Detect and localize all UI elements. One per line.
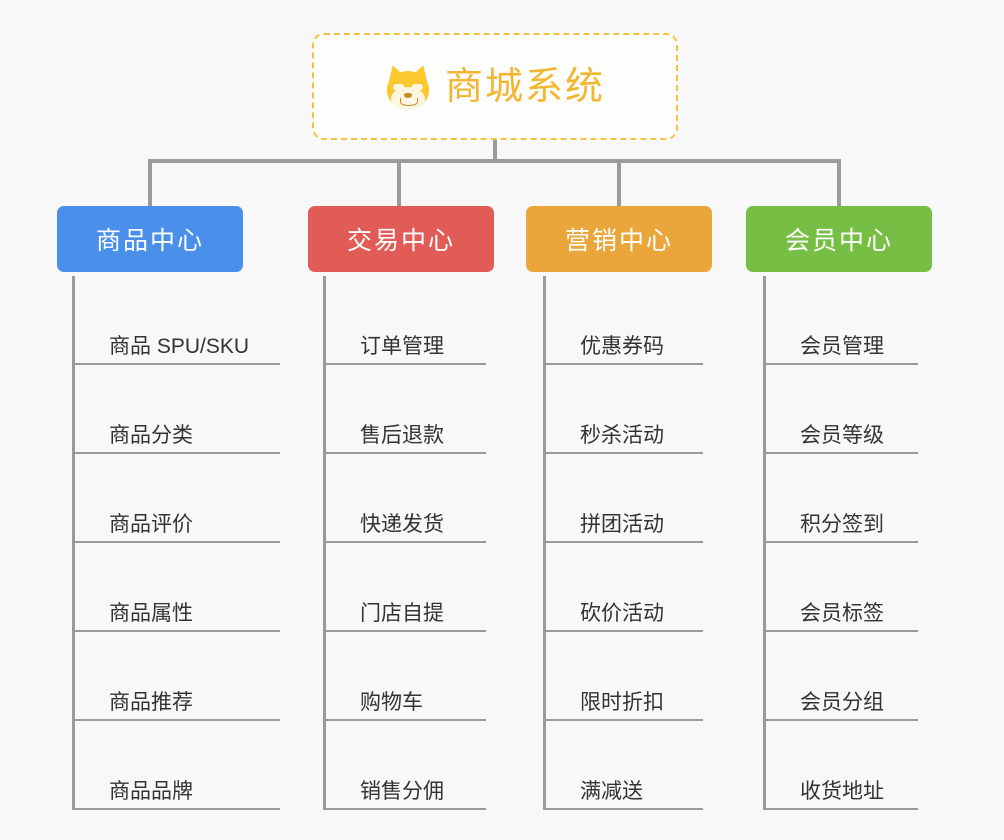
leaf-item-label: 砍价活动 [580, 601, 664, 625]
leaf-item[interactable]: 会员等级 [766, 365, 925, 454]
leaf-item-rule [766, 363, 918, 365]
leaf-item-rule [546, 808, 703, 810]
leaf-item[interactable]: 优惠券码 [546, 276, 710, 365]
leaf-item-rule [766, 541, 918, 543]
category-box-product-center[interactable]: 商品中心 [57, 206, 243, 272]
leaf-item-label: 购物车 [360, 690, 423, 714]
leaf-item[interactable]: 商品品牌 [75, 721, 287, 810]
leaf-item-rule [326, 541, 486, 543]
leaf-item[interactable]: 售后退款 [326, 365, 493, 454]
leaf-item[interactable]: 秒杀活动 [546, 365, 710, 454]
category-label-product-center: 商品中心 [95, 227, 204, 255]
connector-drop-trade-center [397, 159, 401, 207]
leaf-item-label: 会员标签 [800, 601, 884, 625]
leaf-item[interactable]: 购物车 [326, 632, 493, 721]
leaf-item-label: 商品推荐 [109, 690, 193, 714]
leaf-column-product-center: 商品 SPU/SKU 商品分类商品评价商品属性商品推荐商品品牌 [72, 276, 287, 810]
leaf-item[interactable]: 拼团活动 [546, 454, 710, 543]
leaf-item-rule [75, 719, 280, 721]
leaf-item[interactable]: 限时折扣 [546, 632, 710, 721]
leaf-item-label: 商品品牌 [109, 779, 193, 803]
leaf-item-label: 快递发货 [360, 512, 444, 536]
leaf-item-label: 会员管理 [800, 334, 884, 358]
leaf-item-label: 商品分类 [109, 423, 193, 447]
leaf-item-rule [766, 630, 918, 632]
connector-root-stem [493, 140, 497, 162]
leaf-item-rule [75, 630, 280, 632]
leaf-item-label: 满减送 [580, 779, 643, 803]
leaf-item-rule [326, 630, 486, 632]
leaf-item-rule [75, 452, 280, 454]
leaf-item-label: 售后退款 [360, 423, 444, 447]
connector-horizontal-bus [150, 159, 840, 163]
leaf-item-label: 商品属性 [109, 601, 193, 625]
leaf-column-trade-center: 订单管理售后退款快递发货门店自提购物车销售分佣 [323, 276, 493, 810]
leaf-item-label: 订单管理 [360, 334, 444, 358]
leaf-item[interactable]: 砍价活动 [546, 543, 710, 632]
leaf-item-rule [766, 452, 918, 454]
leaf-item-label: 积分签到 [800, 512, 884, 536]
leaf-item-label: 收货地址 [800, 779, 884, 803]
leaf-item-rule [766, 808, 918, 810]
leaf-item[interactable]: 商品推荐 [75, 632, 287, 721]
shiba-dog-face-icon [384, 62, 432, 109]
leaf-item[interactable]: 商品 SPU/SKU [75, 276, 287, 365]
leaf-column-member-center: 会员管理会员等级积分签到会员标签会员分组收货地址 [763, 276, 925, 810]
leaf-item-rule [75, 808, 280, 810]
leaf-item-rule [326, 452, 486, 454]
leaf-item-label: 门店自提 [360, 601, 444, 625]
leaf-item-rule [75, 363, 280, 365]
leaf-item[interactable]: 收货地址 [766, 721, 925, 810]
leaf-item-rule [326, 808, 486, 810]
leaf-item[interactable]: 订单管理 [326, 276, 493, 365]
leaf-item-rule [326, 719, 486, 721]
category-label-trade-center: 交易中心 [346, 227, 455, 255]
root-node-shopping-mall-system[interactable]: 商城系统 [312, 33, 678, 140]
category-label-marketing-center: 营销中心 [564, 227, 673, 255]
leaf-item[interactable]: 商品分类 [75, 365, 287, 454]
category-label-member-center: 会员中心 [784, 227, 893, 255]
leaf-item-rule [546, 452, 703, 454]
leaf-item[interactable]: 商品属性 [75, 543, 287, 632]
leaf-item-rule [326, 363, 486, 365]
leaf-item-label: 限时折扣 [580, 690, 664, 714]
leaf-item[interactable]: 会员分组 [766, 632, 925, 721]
category-box-trade-center[interactable]: 交易中心 [308, 206, 494, 272]
leaf-item-label: 优惠券码 [580, 334, 664, 358]
leaf-item-label: 秒杀活动 [580, 423, 664, 447]
leaf-item-rule [546, 541, 703, 543]
leaf-item-rule [766, 719, 918, 721]
leaf-column-marketing-center: 优惠券码秒杀活动拼团活动砍价活动限时折扣满减送 [543, 276, 710, 810]
leaf-item-label: 商品评价 [109, 512, 193, 536]
connector-drop-member-center [837, 159, 841, 207]
leaf-item-label: 会员等级 [800, 423, 884, 447]
leaf-item[interactable]: 门店自提 [326, 543, 493, 632]
category-box-marketing-center[interactable]: 营销中心 [526, 206, 712, 272]
category-box-member-center[interactable]: 会员中心 [746, 206, 932, 272]
leaf-item-label: 商品 SPU/SKU [109, 334, 250, 358]
leaf-item[interactable]: 会员标签 [766, 543, 925, 632]
leaf-item[interactable]: 满减送 [546, 721, 710, 810]
leaf-item-rule [546, 719, 703, 721]
connector-drop-product-center [148, 159, 152, 207]
leaf-item-label: 会员分组 [800, 690, 884, 714]
leaf-item-rule [546, 630, 703, 632]
leaf-item-rule [75, 541, 280, 543]
leaf-item-label: 销售分佣 [360, 779, 444, 803]
leaf-item-label: 拼团活动 [580, 512, 664, 536]
connector-drop-marketing-center [617, 159, 621, 207]
leaf-item-rule [546, 363, 703, 365]
leaf-item[interactable]: 会员管理 [766, 276, 925, 365]
leaf-item[interactable]: 商品评价 [75, 454, 287, 543]
root-node-title: 商城系统 [444, 65, 605, 108]
leaf-item[interactable]: 销售分佣 [326, 721, 493, 810]
leaf-item[interactable]: 积分签到 [766, 454, 925, 543]
leaf-item[interactable]: 快递发货 [326, 454, 493, 543]
